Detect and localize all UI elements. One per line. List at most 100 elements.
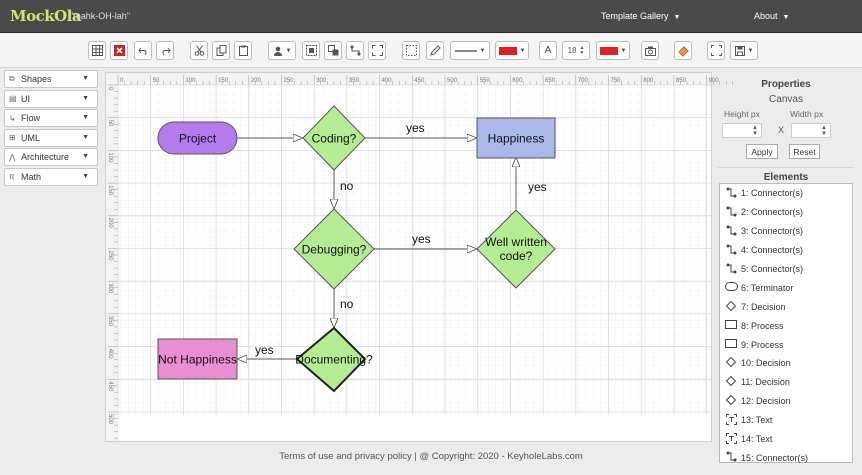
arrange-dropdown[interactable]: ▼ <box>268 41 296 60</box>
connector-icon <box>724 451 738 464</box>
elements-list[interactable]: 1: Connector(s)2: Connector(s)3: Connect… <box>719 183 853 463</box>
element-list-label: 15: Connector(s) <box>741 452 809 463</box>
category-label: Shapes <box>21 74 52 84</box>
element-list-item[interactable]: 10: Decision <box>720 354 852 373</box>
group-button[interactable] <box>302 41 320 60</box>
line-color-dropdown[interactable]: ▼ <box>495 41 529 60</box>
undo-button[interactable] <box>134 41 152 60</box>
clear-button[interactable] <box>674 41 692 60</box>
terminator-project[interactable] <box>157 121 238 155</box>
no-label-debugging[interactable]: no <box>340 297 354 311</box>
element-list-item[interactable]: 4: Connector(s) <box>720 241 852 260</box>
save-dropdown[interactable]: ▼ <box>730 41 758 60</box>
decision-documenting[interactable] <box>295 326 367 393</box>
paste-button[interactable] <box>234 41 252 60</box>
close-icon <box>113 45 125 56</box>
element-list-item[interactable]: 15: Connector(s) <box>720 448 852 467</box>
ruler-tick-label: 700 <box>578 78 589 84</box>
chevron-down-icon: ▼ <box>782 14 790 21</box>
width-label: Width px <box>790 109 824 119</box>
fill-color-dropdown[interactable]: ▼ <box>596 41 630 60</box>
category-shapes[interactable]: ⧉Shapes▼ <box>4 70 98 88</box>
dimension-separator: X <box>778 125 785 135</box>
footer-text[interactable]: Terms of use and privacy policy | @ Copy… <box>279 451 583 462</box>
element-list-item[interactable]: 5: Connector(s) <box>720 260 852 279</box>
border-button[interactable] <box>402 41 420 60</box>
copy-button[interactable] <box>212 41 230 60</box>
element-list-item[interactable]: 11: Decision <box>720 373 852 392</box>
redo-button[interactable] <box>156 41 174 60</box>
ruler-tick-label: 50 <box>107 120 113 127</box>
element-list-label: 8: Process <box>741 320 784 331</box>
element-list-item[interactable]: 1: Connector(s) <box>720 184 852 203</box>
font-size-stepper[interactable]: 18▲▼ <box>562 41 590 60</box>
process-not-happiness[interactable] <box>157 338 238 380</box>
about-menu[interactable]: About ▼ <box>754 11 789 21</box>
ruler-tick-label: 400 <box>382 78 393 84</box>
canvas-width-input[interactable]: ▲▼ <box>791 123 831 138</box>
no-label-coding[interactable]: no <box>340 179 354 193</box>
apply-button[interactable]: Apply <box>746 144 778 159</box>
uml-icon: ⊞ <box>9 133 16 142</box>
element-list-item[interactable]: 2: Connector(s) <box>720 203 852 222</box>
grid-toggle-button[interactable] <box>88 41 106 60</box>
toolbar: ▼ ▼ ▼ A 18▲▼ ▼ ▼ <box>0 34 862 68</box>
ui-icon: ▤ <box>9 94 17 103</box>
text-tool-button[interactable]: A <box>539 41 557 60</box>
yes-label-debugging[interactable]: yes <box>412 232 431 246</box>
clipboard-icon <box>238 45 248 56</box>
element-list-label: 5: Connector(s) <box>741 264 804 274</box>
decision-well-written[interactable] <box>476 209 556 289</box>
about-label: About <box>754 11 778 21</box>
decision-coding[interactable] <box>302 105 366 171</box>
reset-button[interactable]: Reset <box>789 144 820 159</box>
chevron-down-icon: ▼ <box>519 47 526 54</box>
element-list-item[interactable]: 12: Decision <box>720 392 852 411</box>
top-bar: MockOla "mahk-OH-lah" Template Gallery▼ … <box>0 0 862 33</box>
ruler-tick-label: 250 <box>107 251 113 262</box>
project-label: Project <box>179 132 217 146</box>
chevron-down-icon: ▼ <box>620 47 627 54</box>
element-list-item[interactable]: 3: Connector(s) <box>720 222 852 241</box>
ruler-tick-label: 450 <box>107 381 113 392</box>
category-label: UI <box>21 93 30 104</box>
category-ui[interactable]: ▤UI▼ <box>4 89 98 108</box>
yes-label-documenting[interactable]: yes <box>255 343 274 357</box>
screenshot-button[interactable] <box>641 41 659 60</box>
fullscreen-icon <box>710 45 722 56</box>
decision-debugging[interactable] <box>293 208 375 290</box>
fullscreen-button[interactable] <box>707 41 725 60</box>
category-flow[interactable]: ↳Flow▼ <box>4 109 98 127</box>
element-list-item[interactable]: 9: Process <box>720 335 852 354</box>
element-list-label: 11: Decision <box>741 377 790 388</box>
ungroup-button[interactable] <box>324 41 342 60</box>
cut-button[interactable] <box>190 41 208 60</box>
delete-button[interactable] <box>110 41 128 60</box>
ruler-tick-label: 0 <box>120 78 124 84</box>
ruler-tick-label: 500 <box>107 414 113 425</box>
canvas-height-input[interactable]: ▲▼ <box>722 123 762 138</box>
text-icon <box>724 432 738 446</box>
element-list-item[interactable]: 13: Text <box>720 411 852 430</box>
element-list-item[interactable]: 8: Process <box>720 316 852 335</box>
element-list-item[interactable]: 6: Terminator <box>720 278 852 297</box>
line-style-dropdown[interactable]: ▼ <box>450 41 490 60</box>
process-happiness[interactable] <box>476 117 556 159</box>
template-gallery-menu[interactable]: Template Gallery▼ <box>601 11 680 21</box>
category-uml[interactable]: ⊞UML▼ <box>4 128 98 147</box>
app-logo[interactable]: MockOla <box>10 7 82 25</box>
element-list-item[interactable]: 7: Decision <box>720 297 852 316</box>
yes-label-well-written[interactable]: yes <box>528 180 547 194</box>
fit-button[interactable] <box>368 41 386 60</box>
pen-button[interactable] <box>426 41 444 60</box>
category-architecture[interactable]: ⋀Architecture▼ <box>4 148 98 166</box>
fill-color-swatch <box>599 46 618 55</box>
element-list-item[interactable]: 14: Text <box>720 430 852 449</box>
connector-tool-button[interactable] <box>346 41 364 60</box>
yes-label-coding[interactable]: yes <box>406 121 425 135</box>
